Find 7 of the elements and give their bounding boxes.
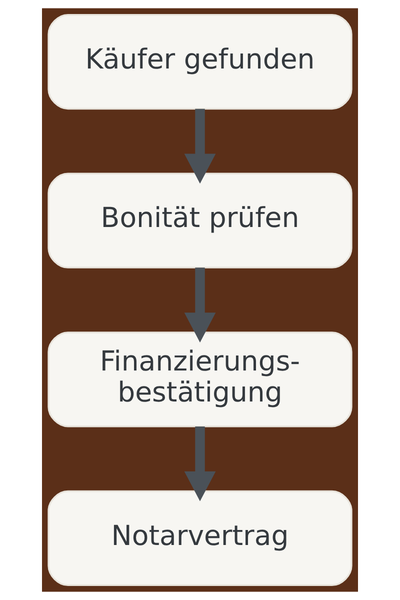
node-box: Käufer gefunden [48, 14, 352, 110]
arrow [184, 268, 216, 342]
arrow [184, 426, 216, 502]
node-box: Notarvertrag [48, 490, 352, 586]
node-box: Finanzierungs-bestätigung [48, 332, 352, 428]
arrow [184, 108, 216, 184]
node-box: Bonität prüfen [48, 172, 352, 268]
